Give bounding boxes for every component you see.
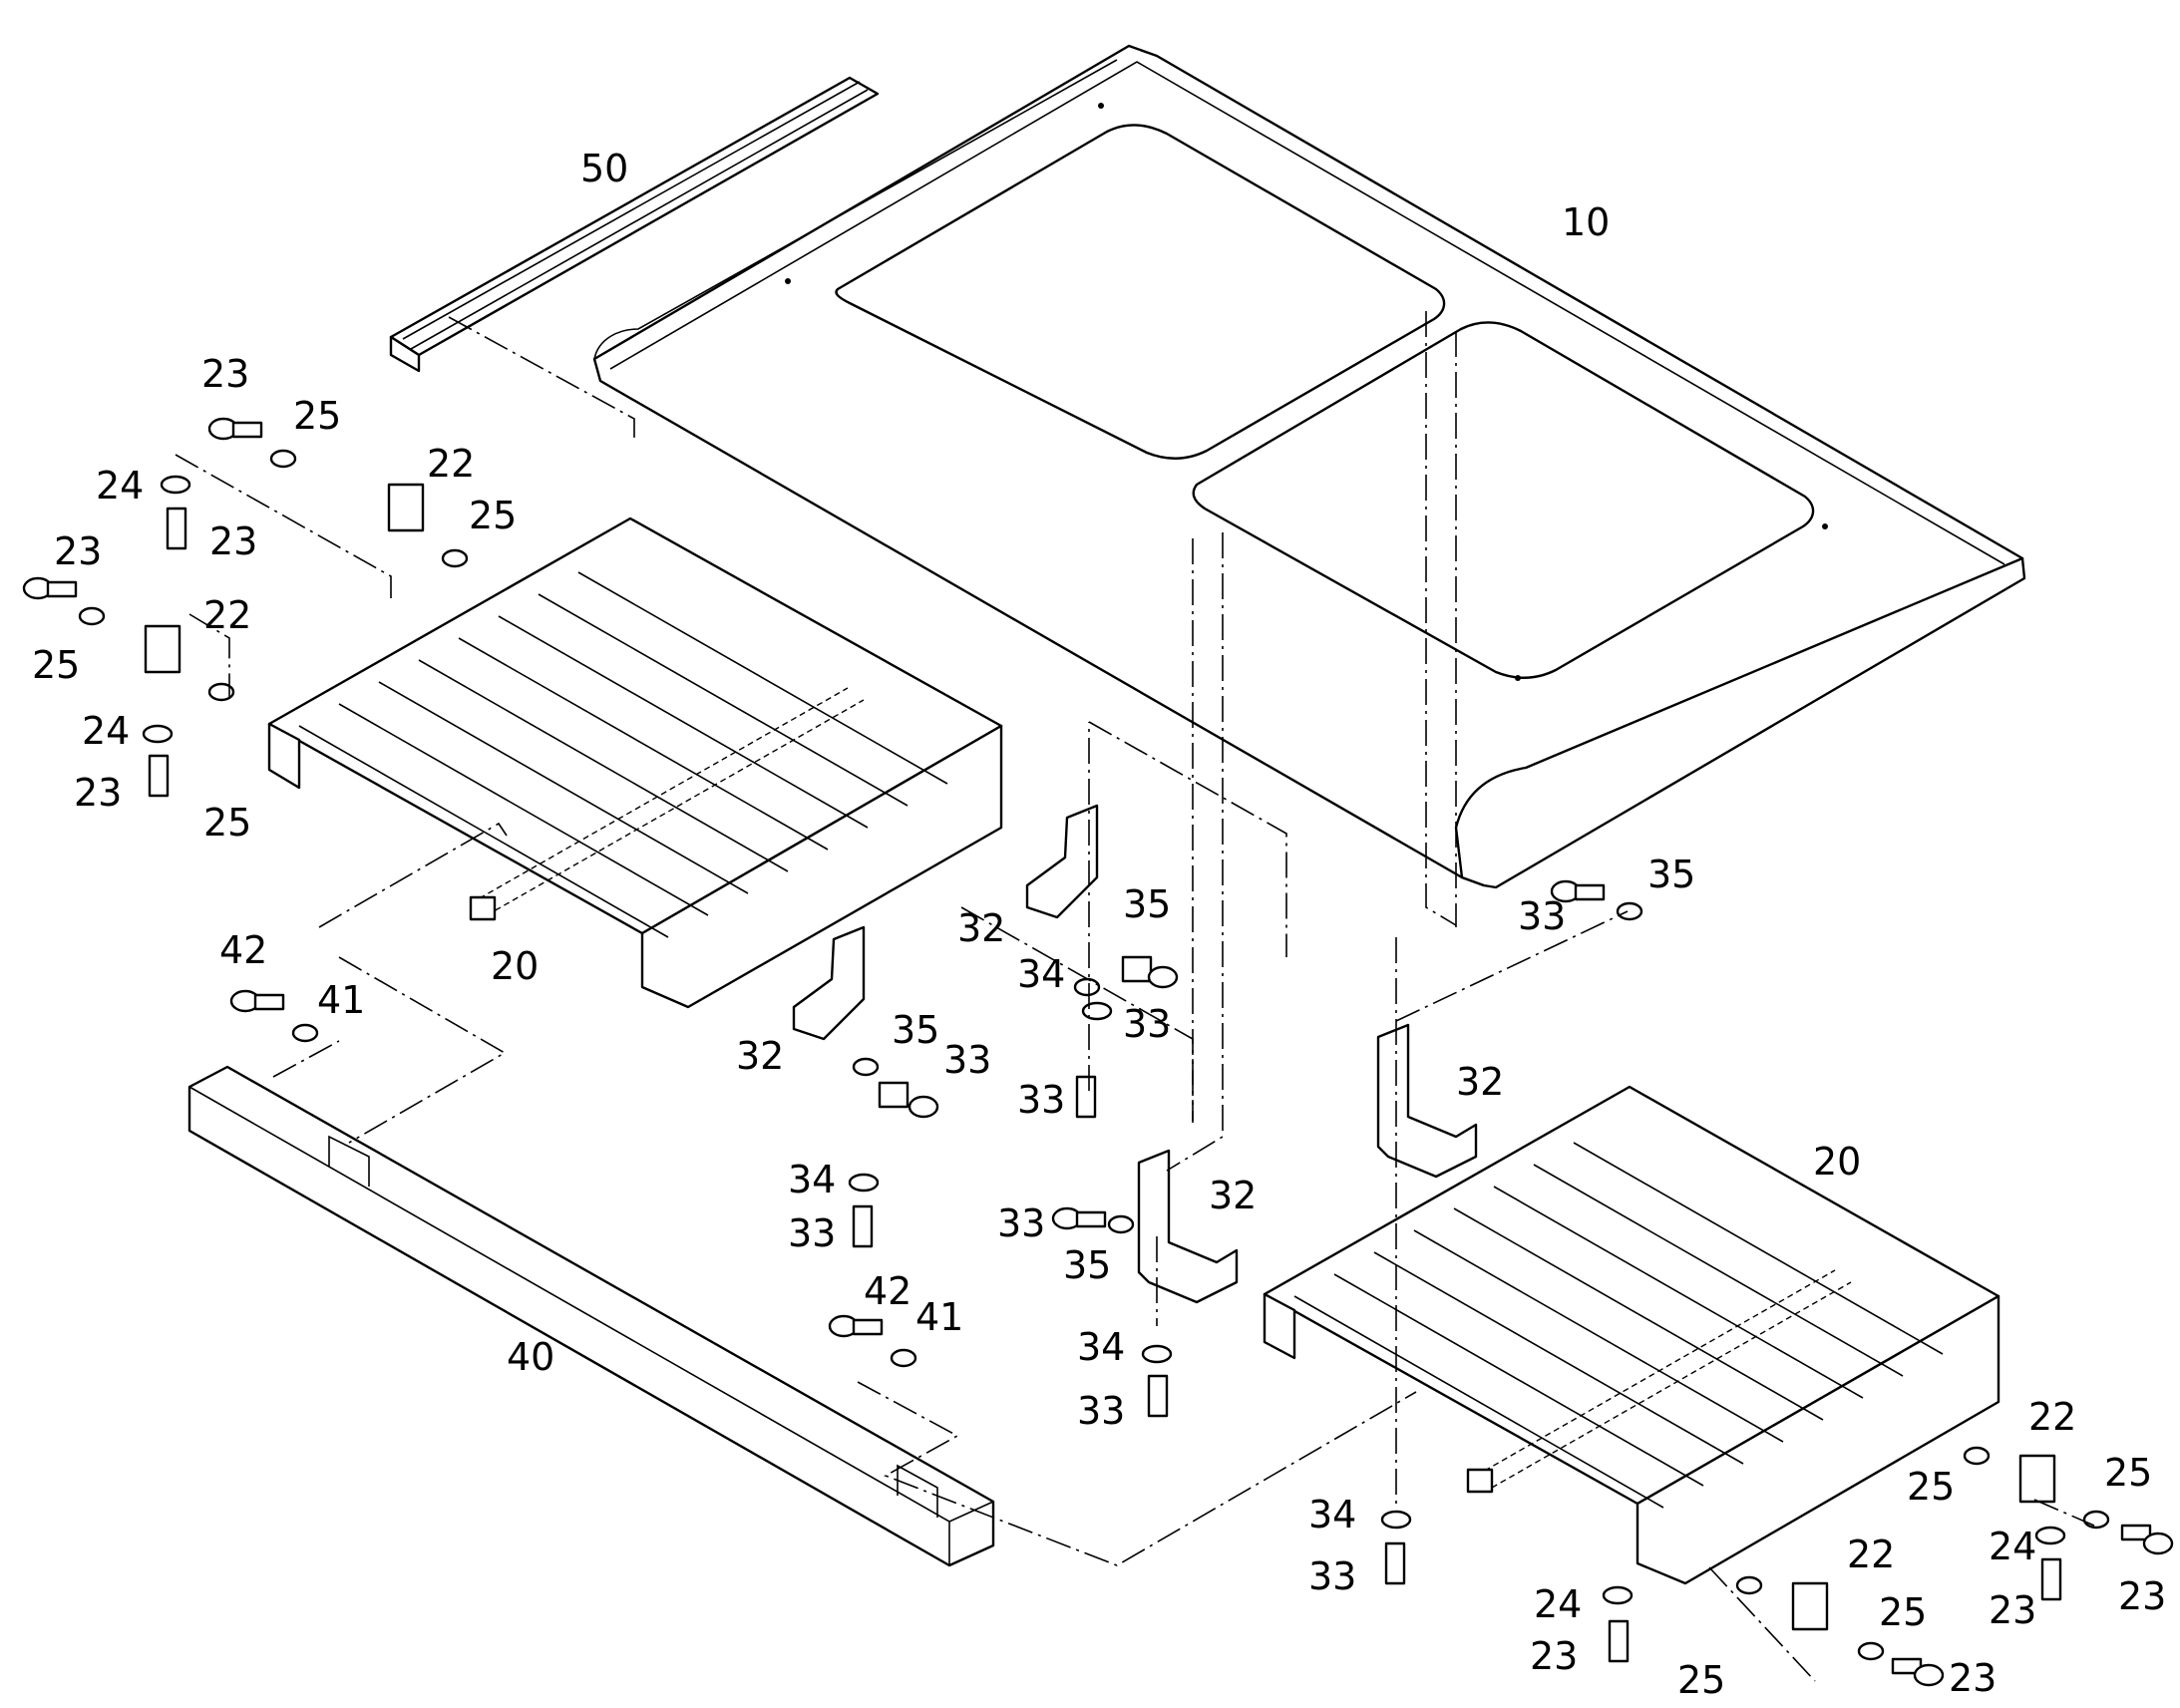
callout-label: 23 [1989, 1588, 2036, 1632]
callout-label: 33 [1123, 1002, 1171, 1046]
callout-label: 35 [1123, 882, 1171, 926]
callout-label: 23 [209, 519, 257, 563]
callout-label: 35 [1647, 853, 1695, 896]
callout-label: 33 [997, 1201, 1045, 1245]
callout-label: 23 [74, 771, 122, 815]
callout-label: 24 [1989, 1525, 2036, 1568]
callout-label: 34 [1077, 1325, 1125, 1369]
callout-label: 33 [788, 1211, 836, 1255]
part-50-channel-strip [389, 76, 880, 373]
part-20-tray-right [1263, 1085, 2000, 1585]
callout-label: 23 [2118, 1574, 2166, 1618]
part-40-channel-frame [187, 1065, 995, 1567]
callout-label: 32 [1456, 1060, 1504, 1104]
callout-label: 33 [1518, 894, 1566, 938]
callout-label: 10 [1562, 200, 1610, 244]
callout-label: 20 [491, 944, 539, 988]
callout-label: 41 [915, 1295, 963, 1339]
callout-label: 22 [2028, 1395, 2076, 1439]
assembly-center-lines [175, 311, 2095, 1682]
callout-label: 23 [201, 352, 249, 396]
callout-label: 33 [943, 1038, 991, 1082]
callout-label: 25 [32, 643, 80, 687]
callout-label: 24 [1534, 1582, 1582, 1626]
callout-label: 50 [580, 147, 628, 190]
callout-label: 25 [2104, 1451, 2152, 1495]
callout-label: 25 [293, 394, 341, 438]
callout-label: 42 [864, 1269, 911, 1313]
callout-label: 32 [957, 906, 1005, 950]
callout-label: 23 [54, 529, 102, 573]
callout-labels: 50 10 23 25 22 24 23 25 23 22 25 24 23 2… [32, 147, 2166, 1702]
callout-label: 22 [203, 593, 251, 637]
callout-label: 35 [1063, 1243, 1111, 1287]
callout-label: 35 [892, 1008, 939, 1052]
part-32-brackets [792, 804, 1478, 1304]
callout-label: 22 [1847, 1533, 1895, 1576]
part-10-main-panel [592, 44, 2026, 889]
callout-label: 23 [1949, 1656, 1997, 1700]
callout-label: 25 [1677, 1658, 1725, 1702]
callout-label: 34 [1017, 952, 1065, 996]
callout-label: 33 [1017, 1078, 1065, 1122]
callout-label: 41 [317, 978, 365, 1022]
callout-label: 25 [469, 494, 517, 537]
callout-label: 20 [1813, 1140, 1861, 1184]
callout-label: 33 [1308, 1554, 1356, 1598]
callout-label: 23 [1530, 1634, 1578, 1678]
callout-label: 25 [1907, 1465, 1955, 1509]
callout-label: 34 [788, 1158, 836, 1201]
callout-label: 32 [736, 1034, 784, 1078]
callout-label: 33 [1077, 1389, 1125, 1433]
callout-label: 24 [82, 709, 130, 753]
part-20-tray-left [267, 516, 1003, 1009]
callout-label: 25 [203, 801, 251, 845]
callout-label: 25 [1879, 1590, 1927, 1634]
callout-label: 40 [507, 1335, 554, 1379]
callout-label: 34 [1308, 1493, 1356, 1537]
callout-label: 24 [96, 464, 144, 508]
callout-label: 42 [219, 928, 267, 972]
callout-label: 22 [427, 442, 475, 486]
callout-label: 32 [1209, 1174, 1257, 1217]
